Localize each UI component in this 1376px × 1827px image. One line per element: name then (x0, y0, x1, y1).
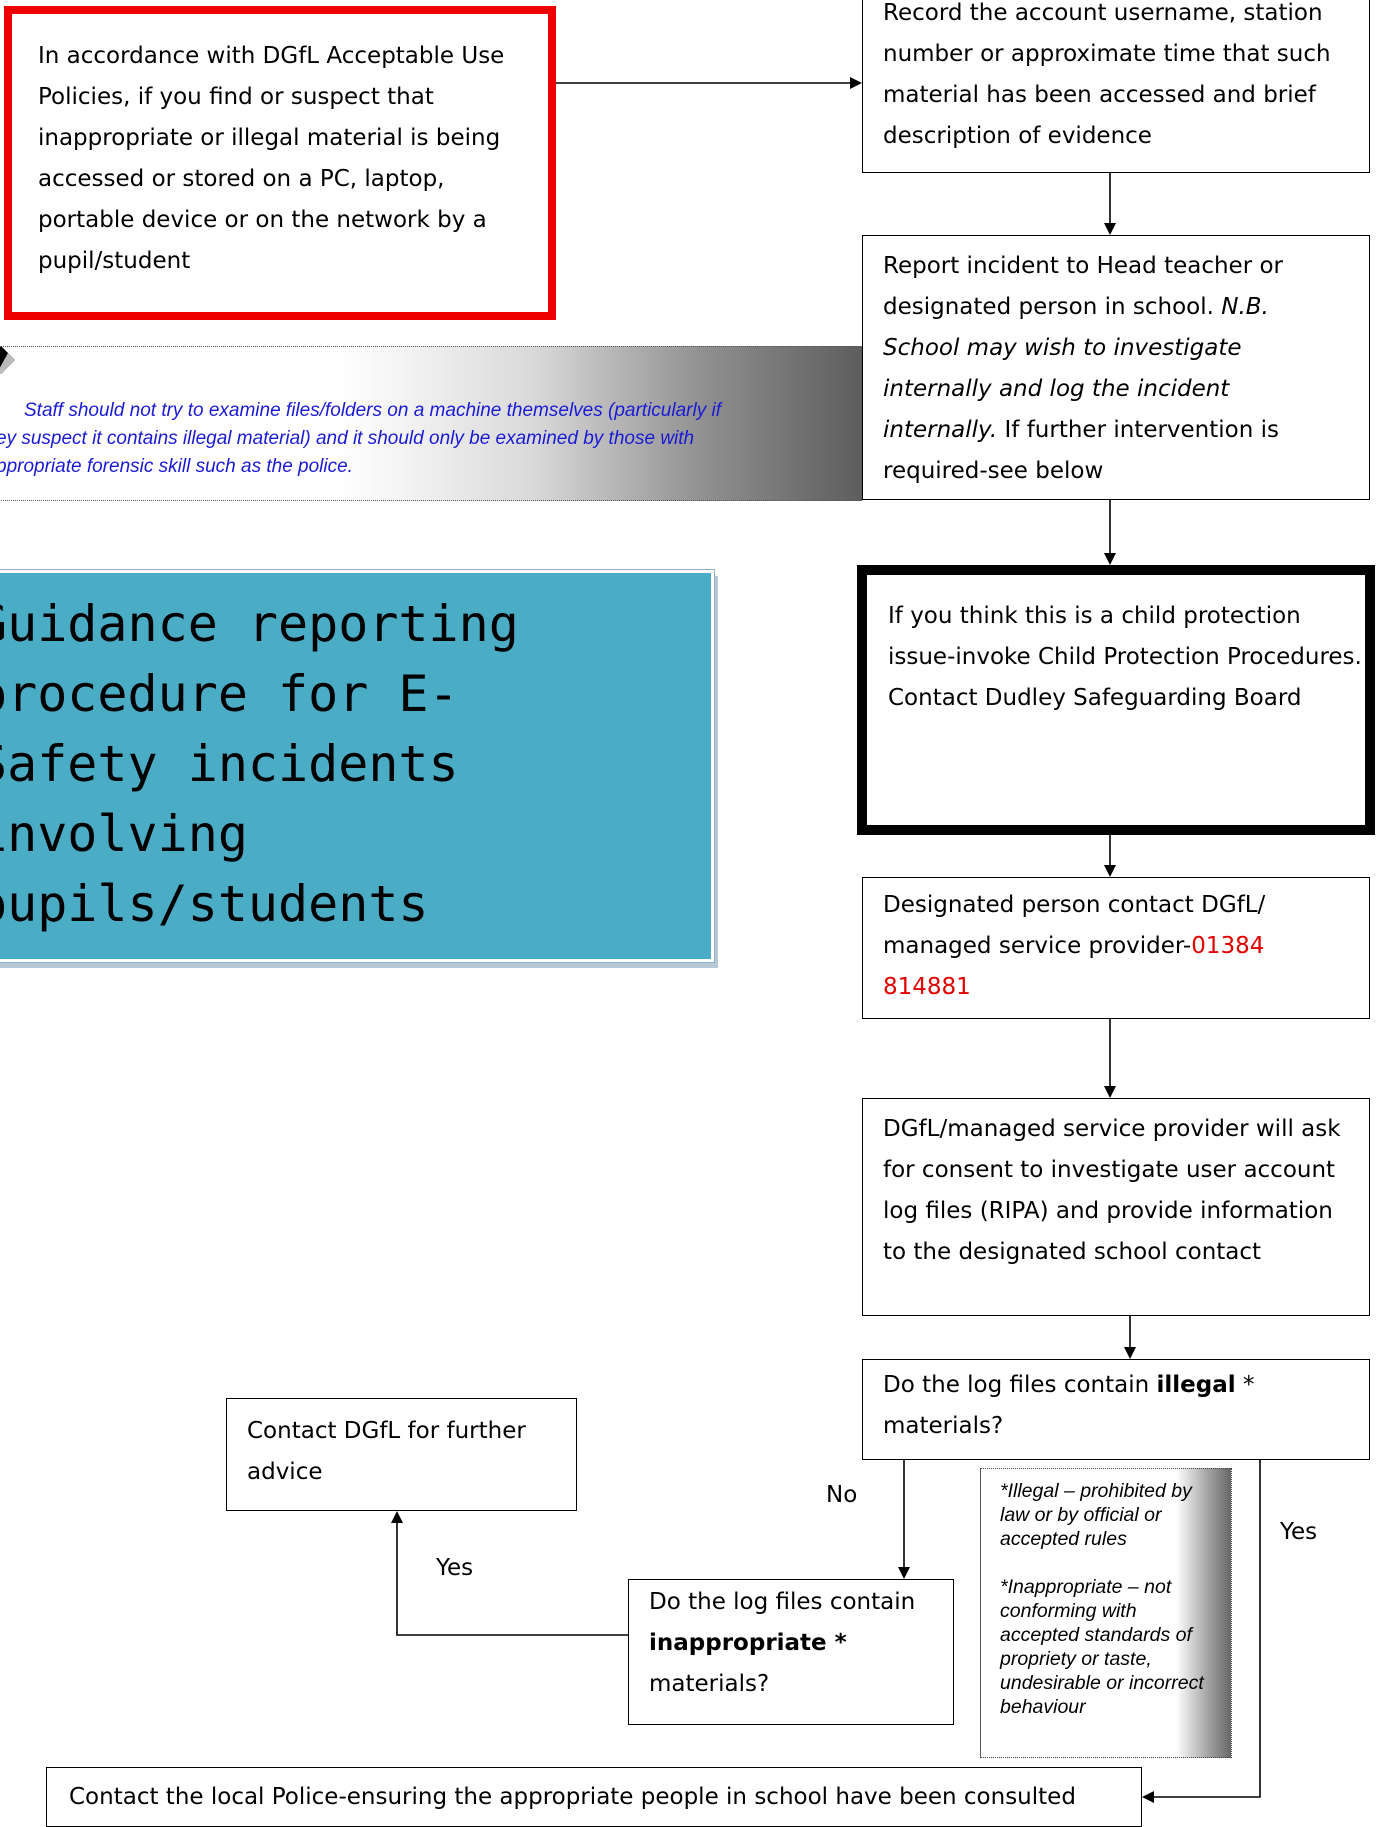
no-label: No (826, 1482, 858, 1508)
dgfl-contact-box: Designated person contact DGfL/ managed … (862, 877, 1370, 1019)
yes-label-right: Yes (1280, 1519, 1318, 1545)
title-line-4: involving (0, 805, 248, 863)
definition-inappropriate: *Inappropriate – not conforming with acc… (1000, 1576, 1204, 1718)
intro-text: In accordance with DGfL Acceptable Use P… (38, 43, 505, 274)
inappropriate-bold: inappropriate * (649, 1630, 847, 1656)
warning-line-3: ppropriate forensic skill such as the po… (0, 456, 353, 477)
definition-illegal: *Illegal – prohibited by law or by offic… (1000, 1480, 1192, 1550)
illegal-text-1: Do the log files contain (883, 1372, 1157, 1398)
police-text: Contact the local Police-ensuring the ap… (69, 1784, 1076, 1810)
consent-box: DGfL/managed service provider will ask f… (862, 1098, 1370, 1316)
arrow-inappropriate-yes (391, 1511, 628, 1636)
title-line-5: pupils/students (0, 875, 429, 933)
inappropriate-text-2: materials? (649, 1671, 770, 1697)
page-title: Guidance reporting procedure for E- Safe… (0, 589, 697, 939)
title-line-1: Guidance reporting (0, 595, 519, 653)
title-line-3: Safety incidents (0, 735, 459, 793)
warning-line-1: Staff should not try to examine files/fo… (24, 400, 721, 421)
title-box: Guidance reporting procedure for E- Safe… (0, 569, 715, 963)
warning-line-2: ey suspect it contains illegal material)… (0, 428, 695, 449)
police-box: Contact the local Police-ensuring the ap… (46, 1767, 1142, 1827)
report-text-1: Report incident to Head teacher or desig… (883, 253, 1283, 320)
illegal-bold: illegal (1156, 1372, 1236, 1398)
further-advice-box: Contact DGfL for further advice (226, 1398, 577, 1511)
intro-box: In accordance with DGfL Acceptable Use P… (4, 6, 556, 320)
report-text-2: If further intervention is required-see … (883, 417, 1280, 484)
inappropriate-question-text: Do the log files contain inappropriate *… (649, 1582, 933, 1705)
dgfl-contact-text: Designated person contact DGfL/ managed … (883, 885, 1349, 1008)
dgfl-phone: 01384 814881 (883, 933, 1265, 1000)
arrow-illegal-yes (1142, 1460, 1261, 1803)
report-text-italic: N.B. School may wish to investigate inte… (883, 294, 1269, 443)
child-protection-text: If you think this is a child protection … (888, 603, 1362, 711)
illegal-question-box: Do the log files contain illegal * mater… (862, 1359, 1370, 1460)
warning-text: Staff should not try to examine files/fo… (0, 397, 856, 481)
report-text: Report incident to Head teacher or desig… (883, 246, 1349, 492)
inappropriate-question-box: Do the log files contain inappropriate *… (628, 1579, 954, 1725)
record-box: Record the account username, station num… (862, 0, 1370, 173)
illegal-text-2: * materials? (883, 1372, 1255, 1439)
inappropriate-text-1: Do the log files contain (649, 1589, 916, 1615)
warning-banner: Staff should not try to examine files/fo… (0, 346, 862, 501)
record-text: Record the account username, station num… (883, 0, 1331, 149)
further-advice-text: Contact DGfL for further advice (247, 1418, 526, 1485)
report-box: Report incident to Head teacher or desig… (862, 235, 1370, 500)
title-line-2: procedure for E- (0, 665, 459, 723)
consent-text: DGfL/managed service provider will ask f… (883, 1116, 1341, 1265)
child-protection-box: If you think this is a child protection … (857, 565, 1375, 835)
yes-label-left: Yes (436, 1555, 474, 1581)
definitions-note: *Illegal – prohibited by law or by offic… (980, 1468, 1232, 1758)
warning-diamond-icon (0, 346, 15, 374)
dgfl-contact-label: Designated person contact DGfL/ managed … (883, 892, 1266, 959)
illegal-question-text: Do the log files contain illegal * mater… (883, 1365, 1349, 1447)
